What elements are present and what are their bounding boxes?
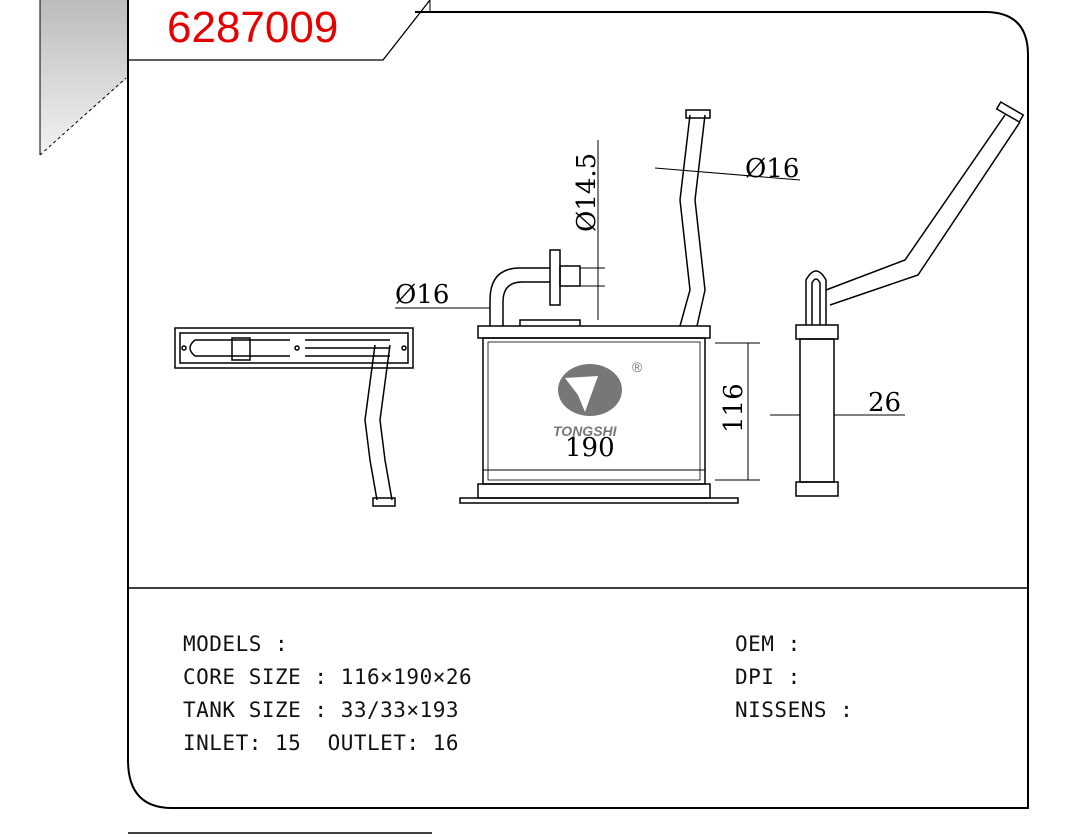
dpi-label: DPI : — [735, 665, 801, 689]
svg-text:®: ® — [632, 359, 643, 375]
models-label: MODELS : — [183, 632, 289, 656]
height-dimension: 116 — [719, 383, 749, 433]
tank-size: TANK SIZE : 33/33×193 — [183, 698, 460, 722]
svg-text:TONGSHI: TONGSHI — [553, 423, 618, 439]
sheet-frame — [127, 0, 1029, 834]
corner-tab — [40, 0, 128, 155]
top-view — [174, 327, 414, 507]
front-view — [459, 109, 739, 504]
flange-diameter: Ø14.5 — [572, 153, 602, 232]
inlet-outlet: INLET: 15 OUTLET: 16 — [183, 731, 460, 755]
width-dimension: 190 — [565, 433, 615, 463]
core-size: CORE SIZE : 116×190×26 — [183, 665, 473, 689]
oem-label: OEM : — [735, 632, 801, 656]
dimension-lines — [395, 140, 905, 481]
part-number: 6287009 — [167, 3, 339, 52]
depth-dimension: 26 — [868, 388, 901, 418]
nissens-label: NISSENS : — [735, 698, 854, 722]
side-view — [795, 101, 1025, 497]
inlet-diameter: Ø16 — [395, 280, 449, 310]
tongshi-logo: ® TONGSHI — [553, 359, 643, 439]
outlet-diameter: Ø16 — [745, 154, 799, 184]
